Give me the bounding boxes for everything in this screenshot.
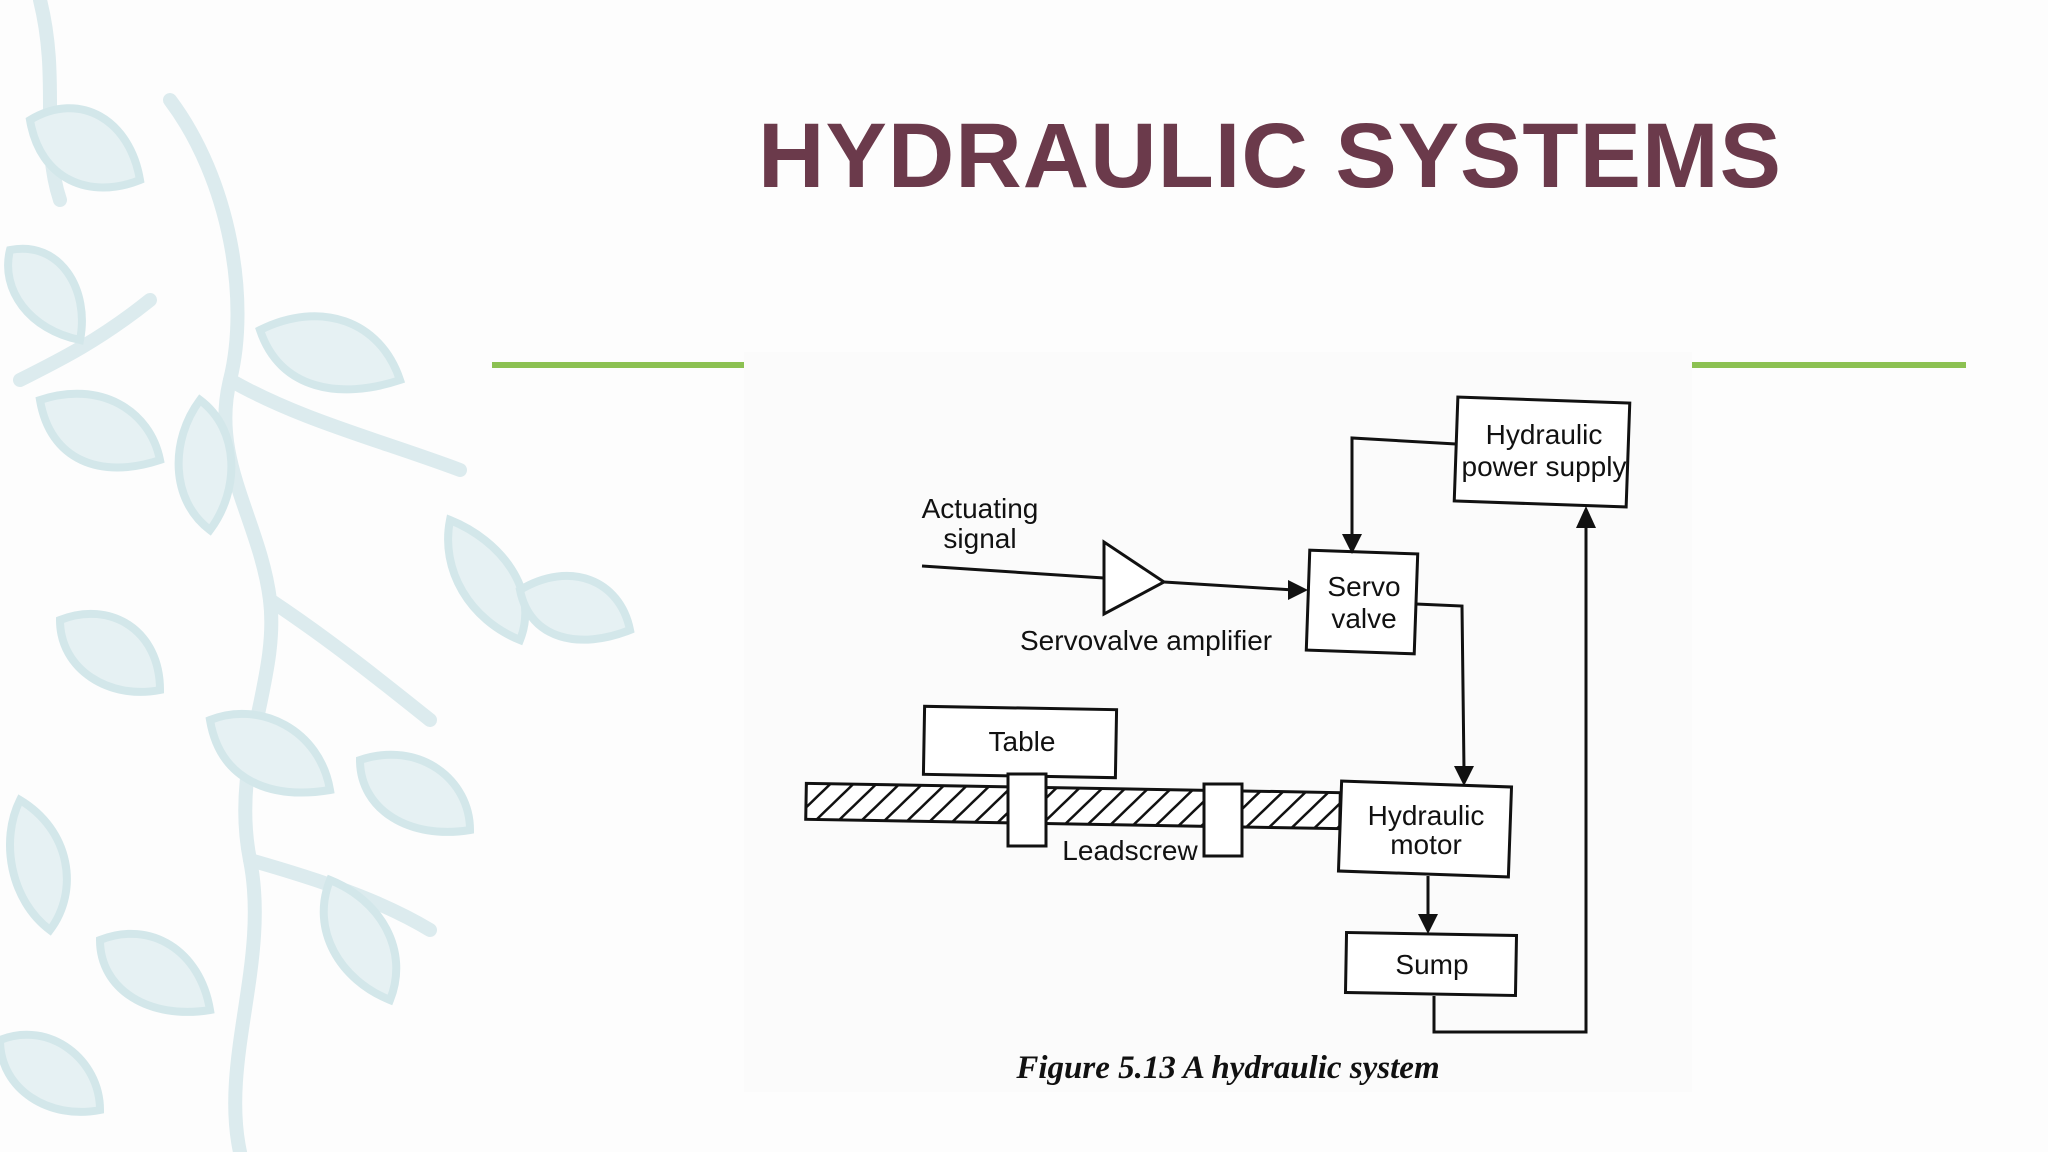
hydraulic-power-supply-line1: Hydraulic	[1486, 419, 1603, 450]
leadscrew: Leadscrew	[804, 772, 1342, 866]
servo-valve-line2: valve	[1331, 603, 1396, 634]
servo-valve-block: Servo valve	[1304, 548, 1420, 656]
hydraulic-motor-line1: Hydraulic	[1368, 800, 1485, 831]
leadscrew-nut-right	[1202, 782, 1244, 858]
hydraulic-motor-line2: motor	[1390, 829, 1462, 860]
leaf-vine-decoration	[0, 0, 635, 1152]
servovalve-amplifier-label: Servovalve amplifier	[1020, 625, 1272, 656]
hydraulic-system-diagram: Hydraulic power supply Servo valve Table…	[804, 395, 1632, 1086]
connection-lines	[921, 436, 1596, 1034]
servovalve-amplifier-symbol	[1102, 539, 1167, 617]
table-label: Table	[989, 726, 1056, 757]
hydraulic-motor-block: Hydraulic motor	[1336, 779, 1514, 879]
servo-valve-line1: Servo	[1327, 571, 1400, 602]
table-block: Table	[921, 704, 1119, 780]
sump-label: Sump	[1395, 949, 1468, 980]
title-rule-left	[492, 362, 744, 368]
figure-caption: Figure 5.13 A hydraulic system	[1015, 1050, 1439, 1086]
leadscrew-label: Leadscrew	[1062, 835, 1198, 866]
hydraulic-power-supply-line2: power supply	[1462, 451, 1627, 482]
sump-block: Sump	[1343, 930, 1519, 998]
slide-title: HYDRAULIC SYSTEMS	[758, 105, 1782, 207]
actuating-signal-line2: signal	[943, 523, 1016, 554]
actuating-signal-line1: Actuating	[922, 493, 1039, 524]
hydraulic-power-supply-block: Hydraulic power supply	[1452, 395, 1632, 509]
leadscrew-nut-left	[1006, 772, 1048, 848]
title-rule-right	[1692, 362, 1966, 368]
hydraulic-system-figure: Hydraulic power supply Servo valve Table…	[744, 352, 1692, 1092]
